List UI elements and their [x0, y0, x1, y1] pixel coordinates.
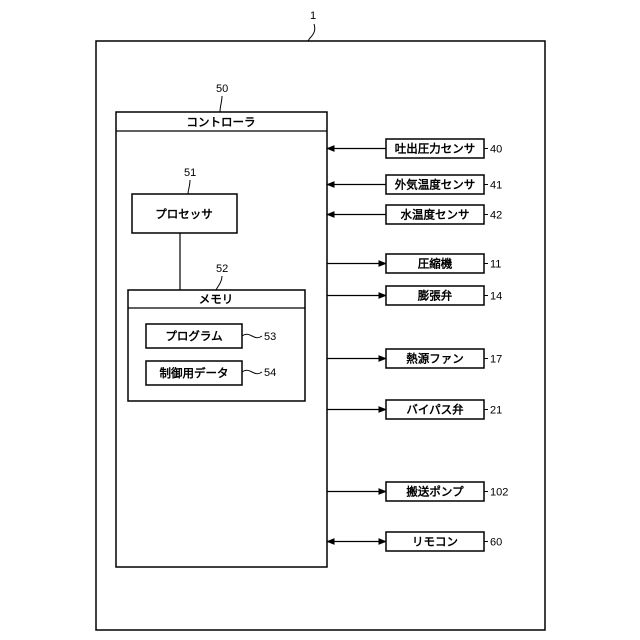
device-label: 熱源ファン: [406, 352, 464, 366]
device-ref: 41: [490, 180, 502, 192]
processor-ref: 51: [184, 167, 196, 179]
device-ref: 42: [490, 210, 502, 222]
device-ref: 11: [490, 259, 501, 271]
device-label: 膨張弁: [417, 289, 453, 303]
controller-ref: 50: [216, 83, 228, 95]
device-label: 搬送ポンプ: [406, 485, 464, 499]
control-data-ref: 54: [264, 367, 276, 379]
device-ref: 17: [490, 354, 502, 366]
memory-ref: 52: [216, 263, 228, 275]
program-ref: 53: [264, 331, 276, 343]
controller-label: コントローラ: [187, 115, 256, 129]
device-label: 外気温度センサ: [394, 178, 476, 192]
device-label: 水温度センサ: [401, 208, 470, 222]
apparatus-ref: 1: [310, 10, 316, 22]
device-label: リモコン: [412, 535, 458, 549]
program-label: プログラム: [165, 329, 223, 343]
device-ref: 102: [490, 487, 508, 499]
control-data-label: 制御用データ: [160, 366, 229, 380]
memory-label: メモリ: [199, 292, 234, 306]
processor-label: プロセッサ: [155, 207, 213, 221]
device-ref: 14: [490, 291, 502, 303]
device-label: バイパス弁: [406, 403, 464, 417]
device-label: 吐出圧力センサ: [395, 142, 476, 156]
device-label: 圧縮機: [418, 257, 453, 271]
device-ref: 60: [490, 537, 502, 549]
device-ref: 40: [490, 144, 502, 156]
device-ref: 21: [490, 405, 502, 417]
